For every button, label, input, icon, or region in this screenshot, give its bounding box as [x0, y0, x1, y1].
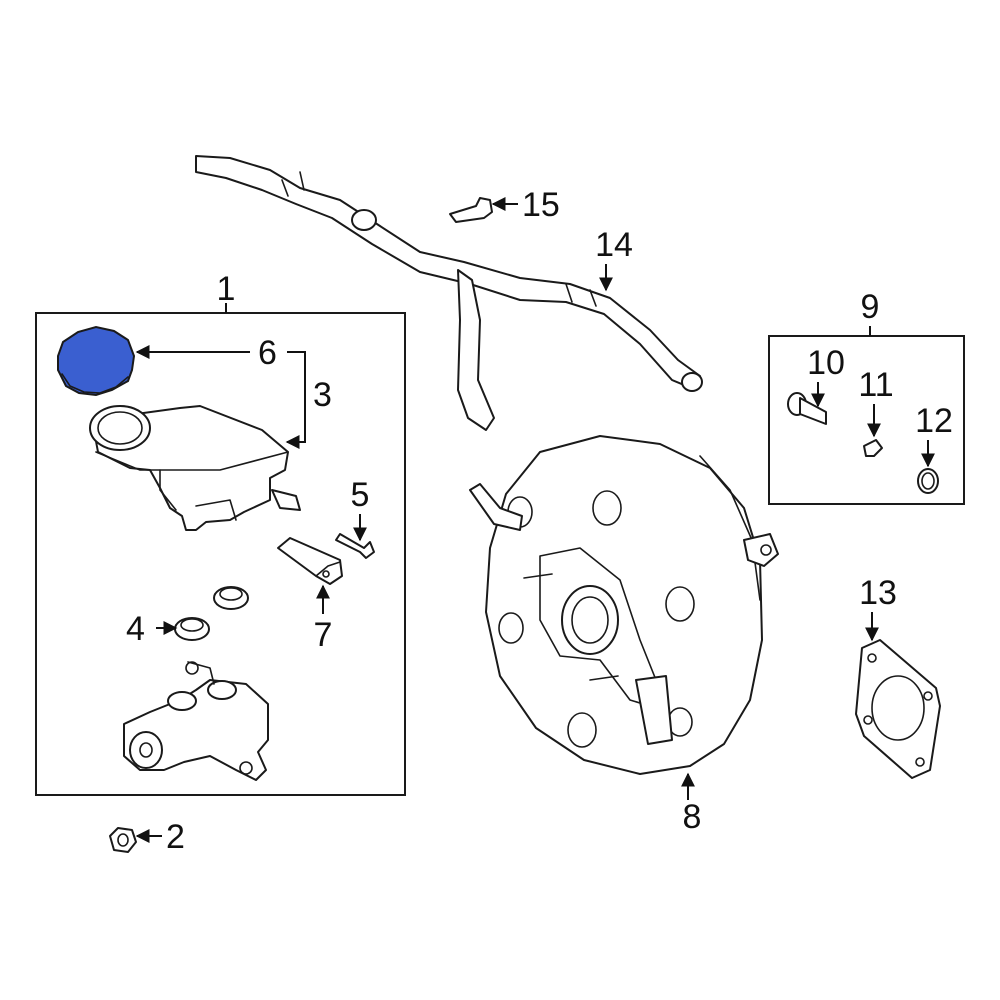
reservoir-cap-body: [57, 325, 136, 397]
callout-9: 9: [861, 288, 880, 326]
callout-5: 5: [351, 476, 370, 514]
callout-15: 15: [522, 186, 560, 224]
vacuum-hose: [195, 155, 703, 431]
callout-11: 11: [858, 366, 893, 404]
callout-8: 8: [683, 798, 702, 836]
callout-10: 10: [807, 344, 845, 382]
clevis-pin: [863, 439, 883, 457]
callout-4: 4: [126, 610, 145, 648]
callout-13: 13: [859, 574, 897, 612]
reservoir-cap-skirt: [61, 373, 129, 394]
nut: [109, 827, 137, 853]
callout-7: 7: [314, 616, 333, 654]
master-cylinder-body: [123, 661, 269, 781]
hose-bolt: [449, 197, 493, 223]
gasket: [855, 639, 941, 779]
callout-6: 6: [258, 334, 277, 372]
retaining-pin: [277, 537, 343, 585]
callout-3: 3: [313, 376, 332, 414]
callout-14: 14: [595, 226, 633, 264]
brake-booster: [469, 435, 779, 775]
callout-2: 2: [166, 818, 185, 856]
callout-1: 1: [217, 270, 236, 308]
callout-12: 12: [915, 402, 953, 440]
reservoir-cap[interactable]: [57, 325, 136, 397]
callout-3-bracket: [285, 351, 306, 449]
grommets: [174, 586, 249, 641]
reservoir-bolt: [335, 533, 375, 559]
brake-fluid-reservoir: [89, 405, 301, 531]
o-ring: [917, 468, 939, 494]
